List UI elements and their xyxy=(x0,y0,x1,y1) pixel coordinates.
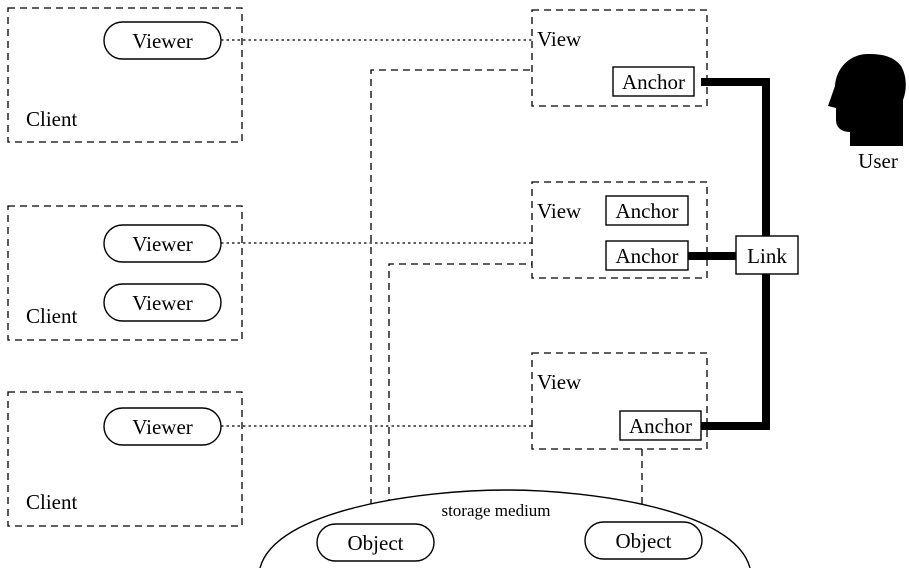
client-label-3: Client xyxy=(26,490,77,514)
svg-text:Viewer: Viewer xyxy=(132,232,193,256)
viewer-1: Viewer xyxy=(103,21,222,60)
svg-text:Object: Object xyxy=(348,531,404,555)
view-box-2: View xyxy=(531,181,708,279)
object-view-connector-2 xyxy=(388,263,532,530)
storage-medium-label: storage medium xyxy=(441,501,550,520)
link-line-top xyxy=(701,78,770,236)
viewer-4: Viewer xyxy=(103,407,222,446)
anchor-4: Anchor xyxy=(619,410,702,441)
viewer-2: Viewer xyxy=(103,224,222,263)
view-box-1: View xyxy=(531,9,708,107)
client-box-1: Client xyxy=(7,7,243,143)
object-view-connector-1 xyxy=(370,69,532,530)
svg-text:Viewer: Viewer xyxy=(132,291,193,315)
object-1: Object xyxy=(316,523,435,562)
svg-text:View: View xyxy=(537,27,582,51)
client-label-1: Client xyxy=(26,107,77,131)
viewer-3: Viewer xyxy=(103,283,222,322)
view-box-3: View xyxy=(531,352,708,450)
svg-text:Viewer: Viewer xyxy=(132,29,193,53)
anchor-1: Anchor xyxy=(612,66,695,97)
svg-text:Anchor: Anchor xyxy=(616,244,679,268)
svg-text:Anchor: Anchor xyxy=(622,70,685,94)
link-box: Link xyxy=(735,235,799,275)
link-line-bottom xyxy=(701,274,770,430)
object-2: Object xyxy=(584,521,703,560)
anchor-2: Anchor xyxy=(605,195,689,226)
svg-text:Link: Link xyxy=(747,244,787,268)
svg-text:View: View xyxy=(537,370,582,394)
client-box-2: Client xyxy=(7,205,243,341)
svg-text:Viewer: Viewer xyxy=(132,415,193,439)
client-label-2: Client xyxy=(26,304,77,328)
anchor-3: Anchor xyxy=(605,240,689,271)
svg-text:Anchor: Anchor xyxy=(616,199,679,223)
user-label: User xyxy=(858,149,898,173)
client-box-3: Client xyxy=(7,391,243,527)
svg-text:Anchor: Anchor xyxy=(629,414,692,438)
svg-text:Object: Object xyxy=(616,529,672,553)
svg-text:View: View xyxy=(537,199,582,223)
user-head-icon xyxy=(828,54,906,146)
